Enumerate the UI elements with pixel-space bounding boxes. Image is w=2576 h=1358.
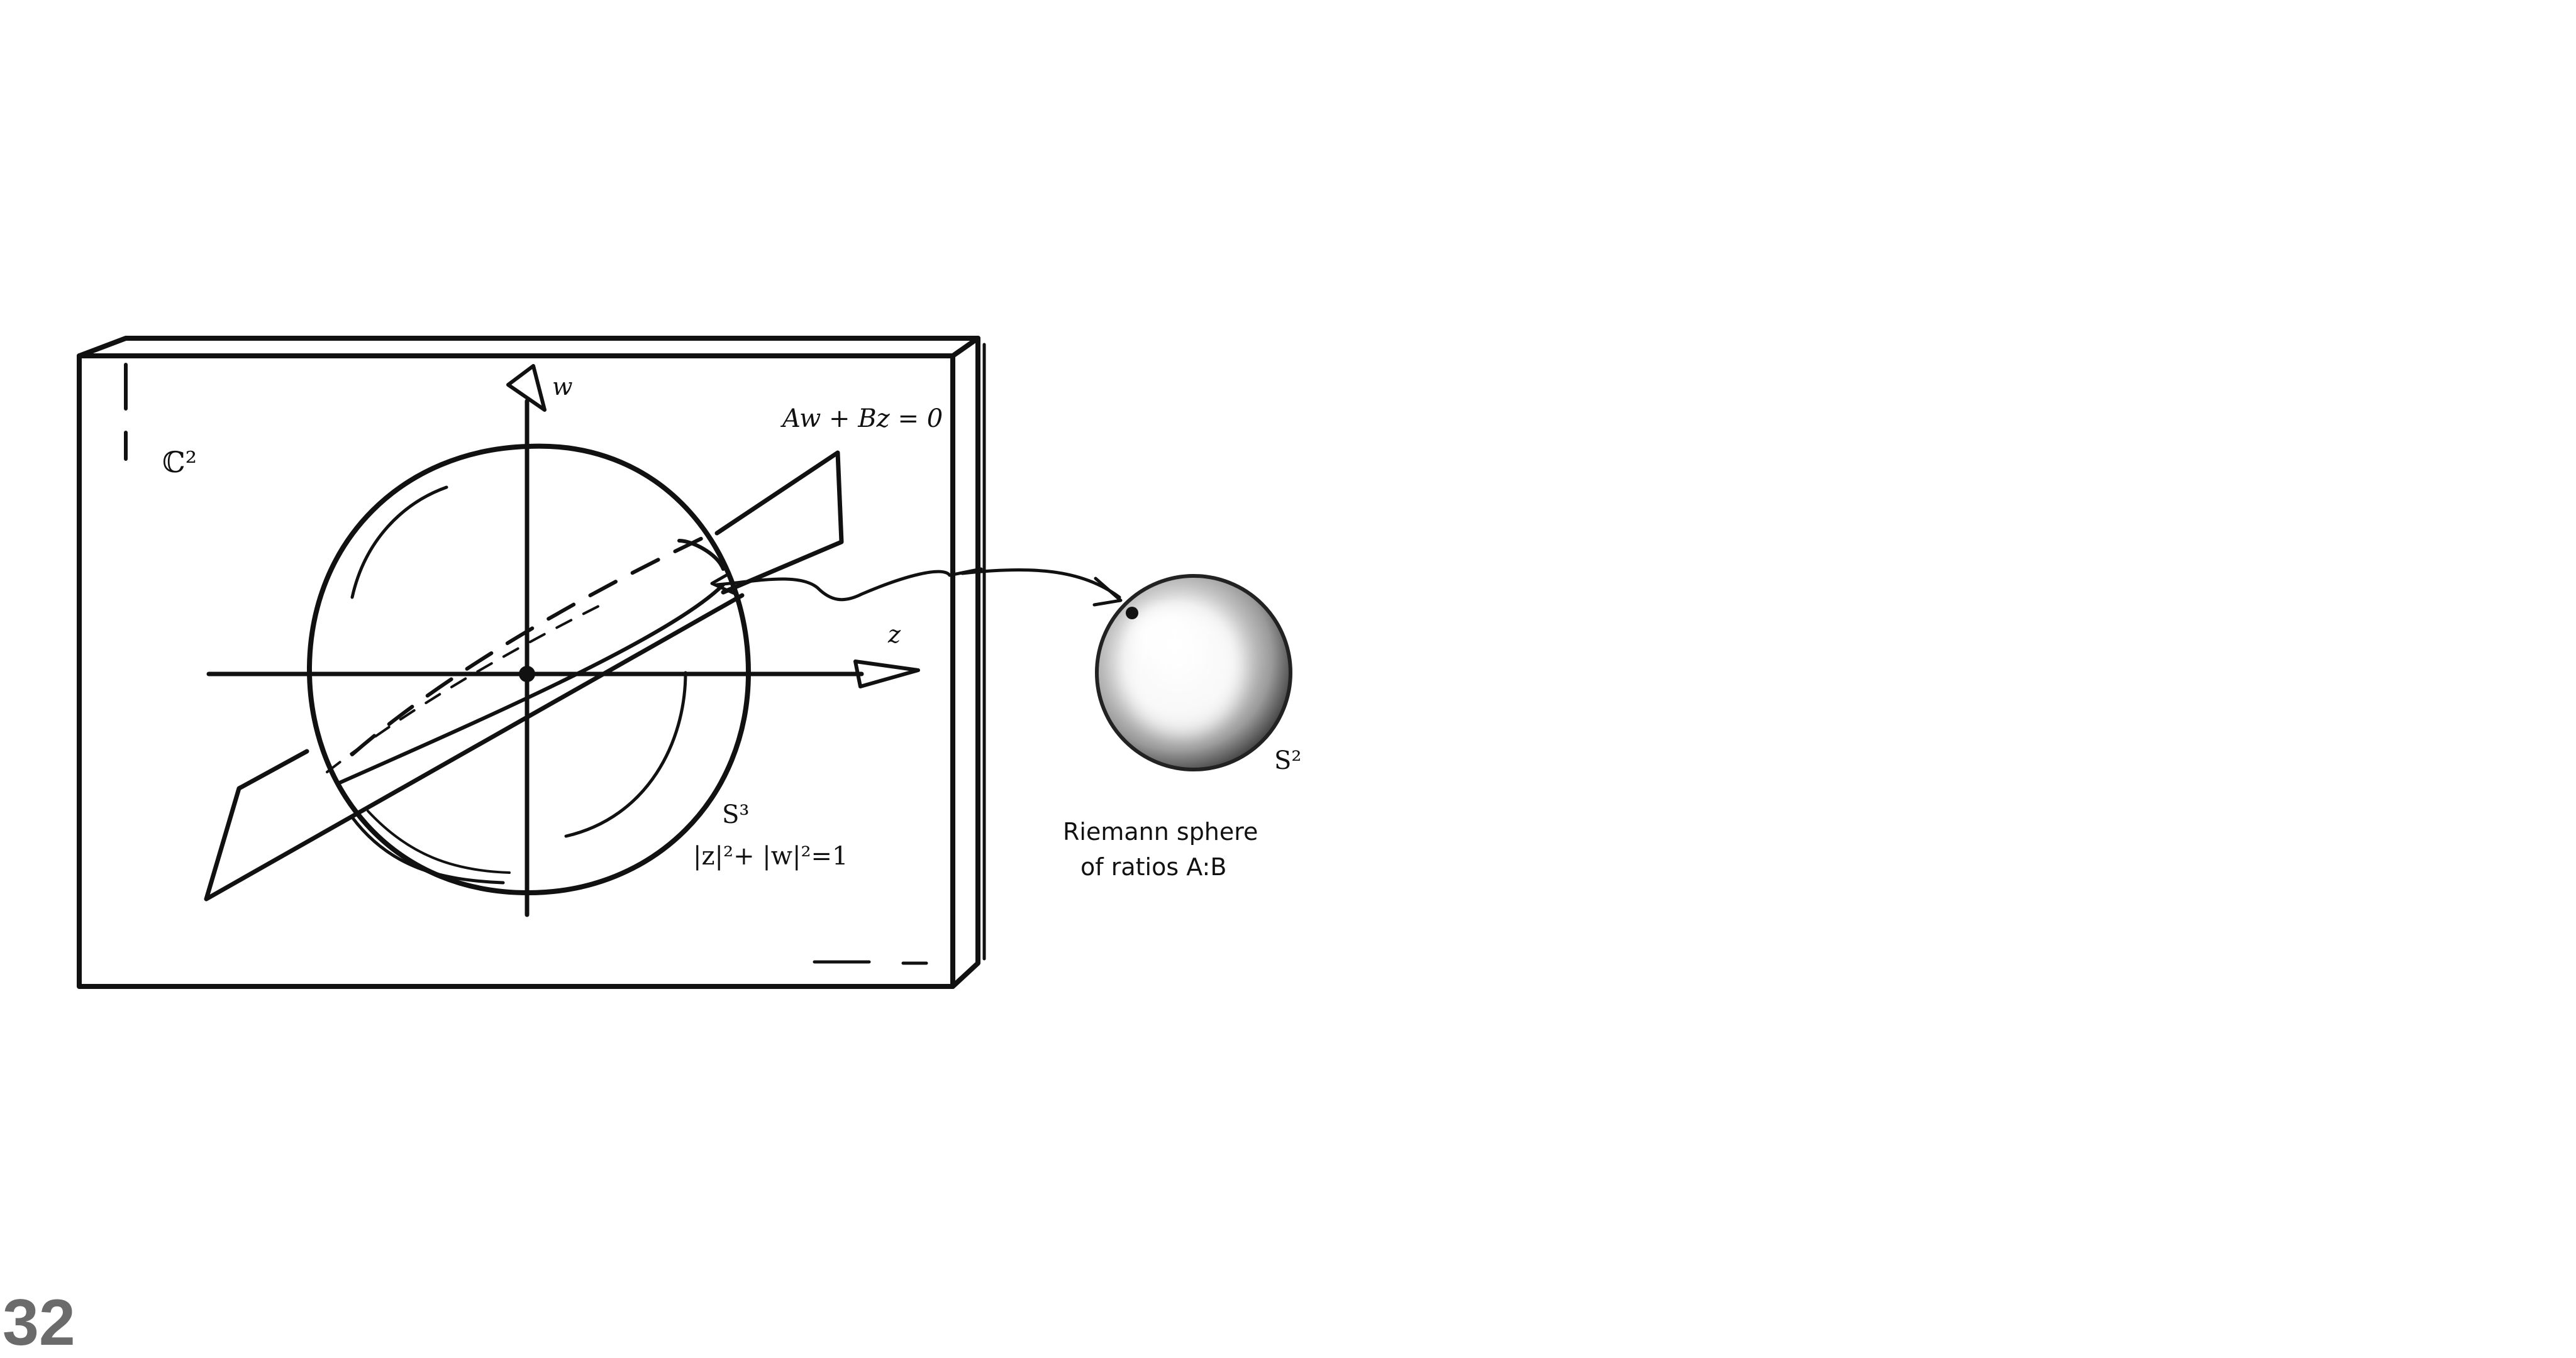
c2-panel-top — [77, 336, 980, 358]
map-arrow — [710, 567, 1123, 607]
riemann-sphere — [1095, 574, 1292, 771]
plane-lower-edge — [204, 593, 745, 902]
plane-upper-edge — [714, 450, 844, 595]
w-axis-arrowhead — [506, 364, 547, 412]
c2-panel — [77, 336, 986, 989]
s3-label: S³ — [722, 800, 750, 829]
c2-panel-side — [950, 336, 980, 989]
point-on-riemann-sphere — [1126, 607, 1138, 619]
w-axis-label: w — [552, 373, 573, 400]
origin-point — [519, 666, 535, 682]
complex-line-plane — [204, 450, 844, 902]
c2-panel-front — [77, 353, 955, 989]
s2-label: S² — [1274, 746, 1302, 775]
plane-equation-label: Aw + Bz = 0 — [782, 404, 943, 433]
z-axis-label: z — [888, 621, 901, 648]
page-number: 32 — [3, 1286, 75, 1358]
z-axis-arrowhead — [853, 660, 920, 688]
c2-label: ℂ² — [162, 445, 197, 479]
s3-equation-label: |z|²+ |w|²=1 — [693, 842, 848, 871]
riemann-caption-line2: of ratios A:B — [1080, 853, 1227, 881]
riemann-caption-line1: Riemann sphere — [1063, 818, 1258, 846]
